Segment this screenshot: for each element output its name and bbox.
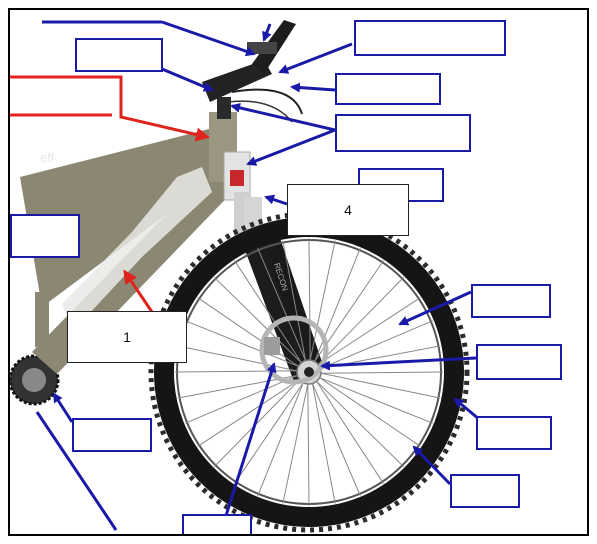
wheel-spoke — [310, 241, 335, 362]
wheel-spoke — [319, 373, 440, 398]
answer-box-chainring[interactable] — [72, 418, 152, 452]
answer-box-rim[interactable] — [450, 474, 520, 508]
wheel-spoke — [312, 382, 361, 496]
wheel-spoke — [317, 277, 404, 366]
wheel-spoke — [319, 372, 443, 373]
numbered-label-1: 1 — [67, 311, 187, 363]
answer-box-brake-lever[interactable] — [335, 73, 441, 105]
svg-text:eff: eff — [40, 150, 55, 165]
diagram-border: eff RECON — [8, 8, 589, 536]
answer-box-disc-brake[interactable] — [182, 514, 252, 536]
answer-box-headset[interactable] — [335, 114, 471, 152]
answer-box-tire[interactable] — [476, 416, 552, 450]
numbered-label-4: 4 — [287, 184, 409, 236]
wheel-spoke — [317, 298, 421, 366]
wheel-spoke — [198, 379, 302, 447]
answer-box-down-tube[interactable] — [10, 214, 80, 258]
wheel-spoke — [312, 382, 335, 504]
bike-illustration: eff RECON — [10, 10, 589, 536]
wheel-spoke — [283, 382, 308, 503]
wheel-spoke — [316, 380, 384, 484]
wheel-spoke — [308, 382, 309, 506]
label-number: 1 — [123, 329, 131, 345]
wheel-spoke — [175, 371, 299, 372]
wheel-spoke — [178, 346, 299, 371]
wheel-spoke — [318, 377, 420, 447]
answer-box-top-right[interactable] — [354, 20, 506, 56]
wheel-spoke — [214, 378, 301, 467]
front-wheel — [151, 214, 467, 530]
answer-box-spokes[interactable] — [471, 284, 551, 318]
label-number: 4 — [344, 202, 352, 218]
wheel-spoke — [318, 377, 433, 423]
answer-box-handlebar[interactable] — [75, 38, 163, 72]
wheel-spoke — [314, 248, 360, 363]
wheel-spoke — [315, 380, 404, 467]
wheel-spoke — [235, 381, 305, 483]
answer-box-hub[interactable] — [476, 344, 562, 380]
